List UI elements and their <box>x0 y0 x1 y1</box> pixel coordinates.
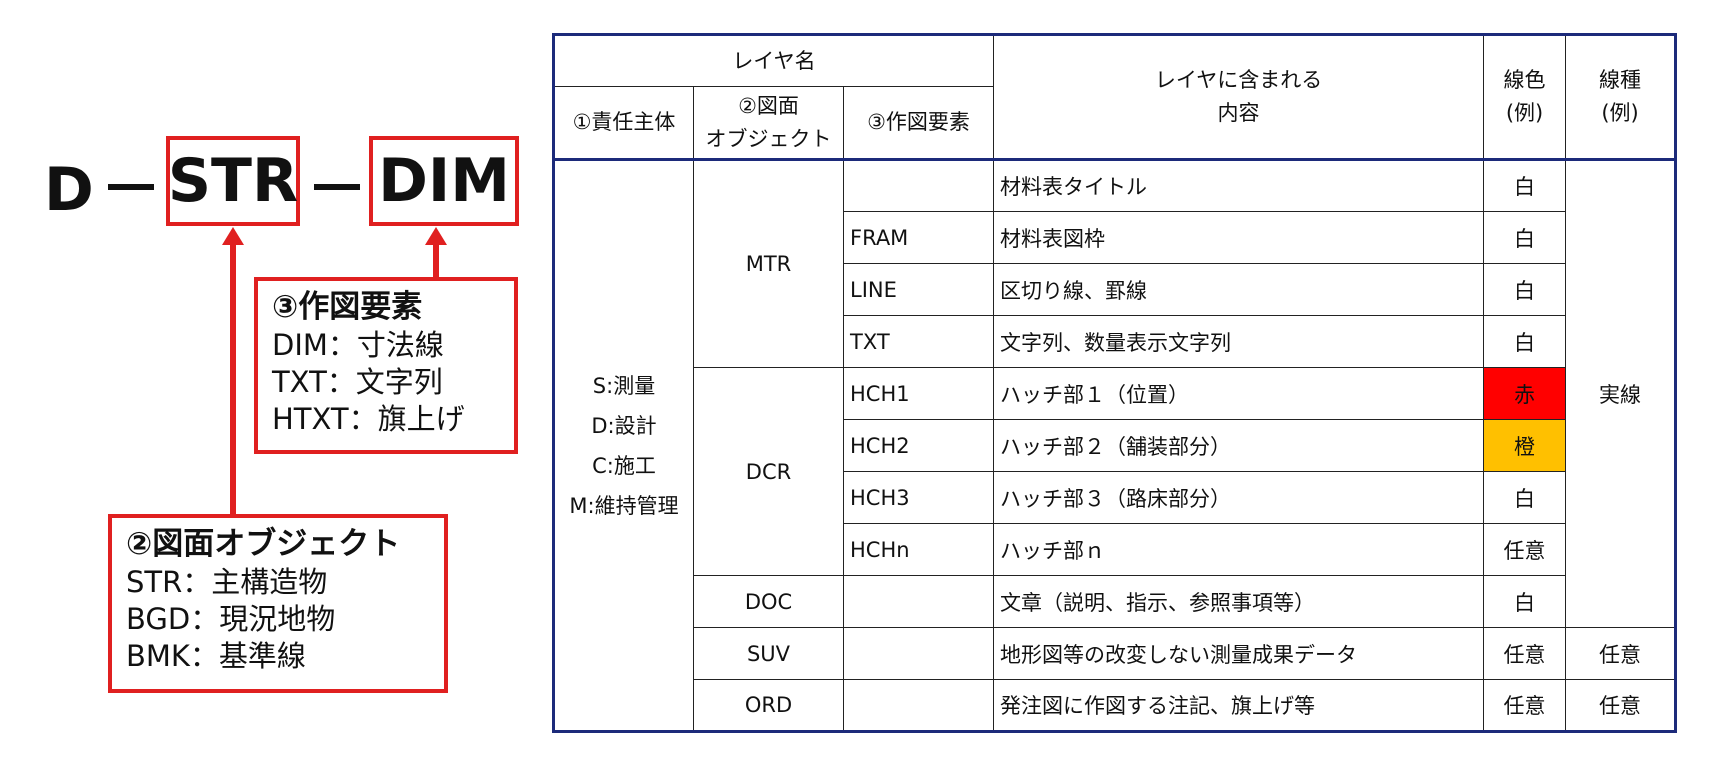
element-note-line: HTXT：旗上げ <box>272 402 465 436</box>
object-code-box: STR <box>166 136 300 226</box>
header-line-color-line2: (例) <box>1505 101 1544 125</box>
header-drawing-object-line2: オブジェクト <box>705 126 832 151</box>
element-cell <box>842 158 995 212</box>
content-cell: 発注図に作図する注記、旗上げ等 <box>993 679 1485 732</box>
code-separator-1 <box>108 184 154 190</box>
element-cell: HCH2 <box>842 419 995 472</box>
responsible-value: C:施工 <box>592 453 656 478</box>
element-cell: HCHn <box>842 523 995 576</box>
object-note-line: BMK：基準線 <box>126 639 306 673</box>
object-note-line: BGD：現況地物 <box>126 602 336 636</box>
content-cell: ハッチ部３（路床部分） <box>993 471 1485 524</box>
header-line-color-line1: 線色 <box>1503 68 1546 93</box>
element-note-line: TXT：文字列 <box>272 365 443 399</box>
element-cell: LINE <box>842 263 995 316</box>
header-line-type-line1: 線種 <box>1599 68 1642 93</box>
header-drawing-object-line1: ②図面 <box>738 93 799 118</box>
content-cell: 材料表タイトル <box>993 158 1485 212</box>
color-cell: 白 <box>1483 471 1567 524</box>
object-note-title: ②図面オブジェクト <box>126 526 401 562</box>
header-drawing-element: ③作図要素 <box>842 86 995 160</box>
element-arrow-head <box>425 227 447 245</box>
header-line-type: 線種 (例) <box>1565 34 1677 160</box>
color-cell-orange: 橙 <box>1483 419 1567 472</box>
layer-table: レイヤ名 レイヤに含まれる 内容 線色 (例) 線種 (例) ①責任主体 ②図面… <box>552 33 1678 733</box>
responsible-cell: S:測量 D:設計 C:施工 M:維持管理 <box>553 158 694 732</box>
object-note-line: STR：主構造物 <box>126 565 328 599</box>
content-cell: 文章（説明、指示、参照事項等） <box>993 575 1485 628</box>
color-cell: 任意 <box>1483 523 1567 576</box>
color-cell: 白 <box>1483 211 1567 264</box>
object-note: ②図面オブジェクト STR：主構造物 BGD：現況地物 BMK：基準線 <box>108 514 448 693</box>
element-note-title: ③作図要素 <box>272 289 423 325</box>
color-cell: 任意 <box>1483 679 1567 732</box>
element-cell <box>842 679 995 732</box>
content-cell: 文字列、数量表示文字列 <box>993 315 1485 368</box>
object-cell: DOC <box>693 575 844 628</box>
object-arrow-line <box>230 244 236 516</box>
element-cell <box>842 575 995 628</box>
header-content-line1: レイヤに含まれる <box>1154 68 1323 93</box>
object-mtr: MTR <box>693 158 844 368</box>
color-cell: 白 <box>1483 158 1567 212</box>
element-arrow-line <box>433 244 439 280</box>
type-cell: 任意 <box>1565 679 1677 732</box>
element-cell: FRAM <box>842 211 995 264</box>
header-line-color: 線色 (例) <box>1483 34 1567 160</box>
color-cell-red: 赤 <box>1483 367 1567 420</box>
responsible-value: M:維持管理 <box>569 493 679 518</box>
header-layer-name: レイヤ名 <box>552 34 995 87</box>
content-cell: ハッチ部１（位置） <box>993 367 1485 420</box>
content-cell: 材料表図枠 <box>993 211 1485 264</box>
line-type-solid: 実線 <box>1565 158 1677 628</box>
header-line-type-line2: (例) <box>1601 101 1639 125</box>
content-cell: ハッチ部２（舗装部分） <box>993 419 1485 472</box>
header-content-line2: 内容 <box>1217 101 1260 125</box>
element-code-box: DIM <box>369 136 519 226</box>
color-cell: 任意 <box>1483 627 1567 680</box>
element-cell: HCH1 <box>842 367 995 420</box>
object-arrow-head <box>222 227 244 245</box>
object-cell: SUV <box>693 627 844 680</box>
header-responsible: ①責任主体 <box>553 86 694 160</box>
header-content: レイヤに含まれる 内容 <box>993 34 1485 160</box>
element-cell: TXT <box>842 315 995 368</box>
object-cell: ORD <box>693 679 844 732</box>
code-prefix: D <box>44 155 94 225</box>
object-dcr: DCR <box>693 367 844 576</box>
content-cell: 地形図等の改変しない測量成果データ <box>993 627 1485 680</box>
code-separator-2 <box>314 184 360 190</box>
responsible-value: S:測量 <box>592 373 656 398</box>
content-cell: ハッチ部ｎ <box>993 523 1485 576</box>
content-cell: 区切り線、罫線 <box>993 263 1485 316</box>
color-cell: 白 <box>1483 263 1567 316</box>
element-note: ③作図要素 DIM：寸法線 TXT：文字列 HTXT：旗上げ <box>254 277 518 454</box>
element-cell: HCH3 <box>842 471 995 524</box>
responsible-value: D:設計 <box>591 413 657 438</box>
element-cell <box>842 627 995 680</box>
element-note-line: DIM：寸法線 <box>272 328 444 362</box>
header-drawing-object: ②図面 オブジェクト <box>693 86 844 160</box>
type-cell: 任意 <box>1565 627 1677 680</box>
color-cell: 白 <box>1483 315 1567 368</box>
color-cell: 白 <box>1483 575 1567 628</box>
